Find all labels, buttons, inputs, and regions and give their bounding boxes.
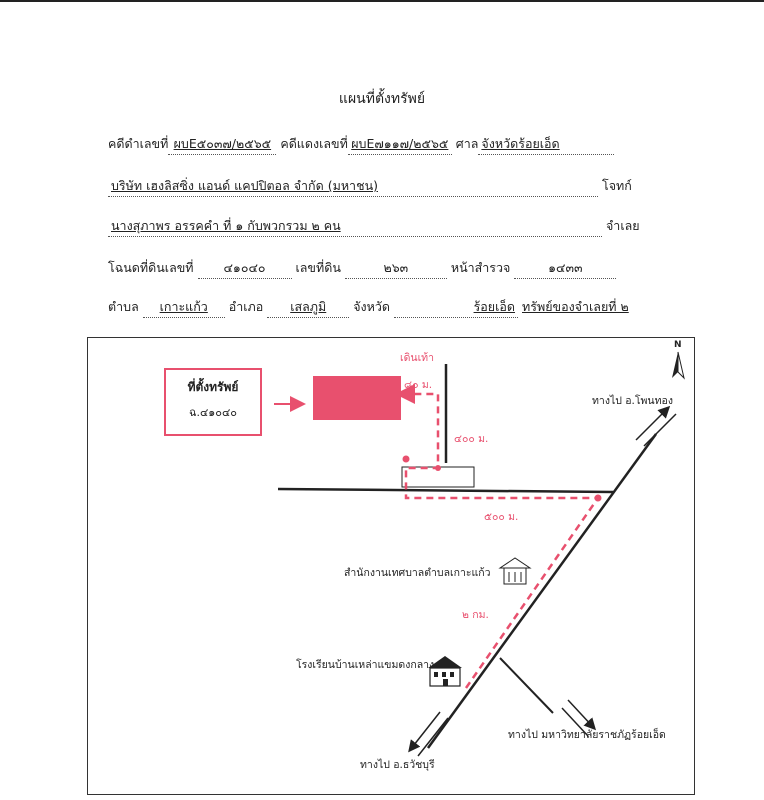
distance-400m: ๔๐๐ ม. [454, 433, 489, 445]
distance-80m: ๘๐ ม. [404, 379, 433, 391]
plaintiff-role: โจทก์ [601, 178, 632, 193]
walkway-label: เดินเท้า [400, 352, 434, 364]
defendant-role: จำเลย [605, 218, 640, 233]
defendant-line: นางสุภาพร อรรคคำ ที่ ๑ กับพวกรวม ๒ คน จำ… [108, 216, 640, 237]
label-to-thawat-buri: ทางไป อ.ธวัชบุรี [360, 759, 435, 771]
school-icon [428, 656, 462, 687]
label-municipal-office: สำนักงานเทศบาลตำบลเกาะแก้ว [344, 567, 491, 579]
arrow-to-thawat-buri [408, 711, 441, 753]
label-to-university: ทางไป มหาวิทยาลัยราชภัฏร้อยเอ็ด [508, 729, 666, 741]
distance-500m: ๕๐๐ ม. [484, 511, 519, 523]
case-line: คดีดำเลขที่ผบE๕๐๓๗/๒๕๖๕ คดีแดงเลขที่ผบE๗… [108, 134, 615, 155]
district: เสลภูมิ [267, 297, 350, 318]
route-node-2 [594, 494, 602, 502]
red-case-no: ผบE๗๑๑๗/๒๕๖๕ [347, 134, 452, 155]
distance-2km: ๒ กม. [462, 609, 489, 621]
arrow-to-thawat-buri-2 [417, 717, 449, 757]
arrow-to-phon-thong [635, 405, 671, 441]
property-label-box: ที่ตั้งทรัพย์ ฉ.๔๑๐๔๐ [164, 368, 262, 436]
arrow-to-university [567, 699, 597, 731]
page-title: แผนที่ตั้งทรัพย์ [338, 91, 426, 107]
black-case-no: ผบE๕๐๓๗/๒๕๖๕ [168, 134, 277, 155]
arrow-to-university-2 [561, 707, 589, 737]
university-road [499, 657, 554, 714]
red-case-label: คดีแดงเลขที่ [280, 136, 348, 151]
deed-label: โฉนดที่ดินเลขที่ [108, 260, 194, 275]
court-label: ศาล [455, 136, 479, 151]
route-node-3 [435, 465, 441, 471]
north-label: N [674, 340, 682, 350]
property-box-deed: ฉ.๔๑๐๔๐ [188, 406, 238, 419]
label-school: โรงเรียนบ้านเหล่าแขมดงกลาง [296, 659, 435, 671]
subdistrict-label: ตำบล [108, 299, 139, 314]
route-node-1 [402, 455, 410, 463]
owner: ทรัพย์ของจำเลยที่ ๒ [522, 299, 629, 314]
property-box-title: ที่ตั้งทรัพย์ [187, 380, 239, 394]
district-label: อำเภอ [228, 299, 264, 314]
province-label: จังหวัด [353, 299, 391, 314]
municipal-office-icon [498, 557, 532, 585]
survey-no: ๑๔๓๓ [514, 258, 617, 279]
province: ร้อยเอ็ด [394, 297, 519, 318]
defendant-name: นางสุภาพร อรรคคำ ที่ ๑ กับพวกรวม ๒ คน [108, 216, 602, 237]
subdistrict: เกาะแก้ว [142, 297, 225, 318]
route-path [404, 392, 601, 689]
label-to-phon-thong: ทางไป อ.โพนทอง [592, 395, 673, 407]
top-border [0, 0, 764, 2]
land-label: เลขที่ดิน [295, 260, 341, 275]
highway [426, 433, 658, 749]
north-arrow-icon [672, 351, 685, 380]
property-parcel [313, 376, 401, 420]
black-case-label: คดีดำเลขที่ [108, 136, 169, 151]
land-no: ๒๖๓ [344, 258, 447, 279]
court-name: จังหวัดร้อยเอ็ด [478, 134, 615, 155]
main-road [277, 487, 614, 494]
location-line: ตำบล เกาะแก้ว อำเภอ เสลภูมิ จังหวัด ร้อย… [108, 297, 629, 318]
deed-line: โฉนดที่ดินเลขที่ ๔๑๐๔๐ เลขที่ดิน ๒๖๓ หน้… [108, 258, 617, 279]
survey-label: หน้าสำรวจ [450, 260, 511, 275]
deed-no: ๔๑๐๔๐ [197, 258, 292, 279]
location-map: N ที่ตั้งทรัพย์ ฉ.๔๑๐๔๐ เดินเท้า ๘๐ ม. ๔… [87, 337, 695, 795]
plaintiff-line: บริษัท เฮงลิสซิ่ง แอนด์ แคปปิตอล จำกัด (… [108, 176, 632, 197]
map-drawing [274, 351, 685, 757]
plaintiff-name: บริษัท เฮงลิสซิ่ง แอนด์ แคปปิตอล จำกัด (… [108, 176, 598, 197]
arrow-to-phon-thong-2 [643, 413, 677, 447]
